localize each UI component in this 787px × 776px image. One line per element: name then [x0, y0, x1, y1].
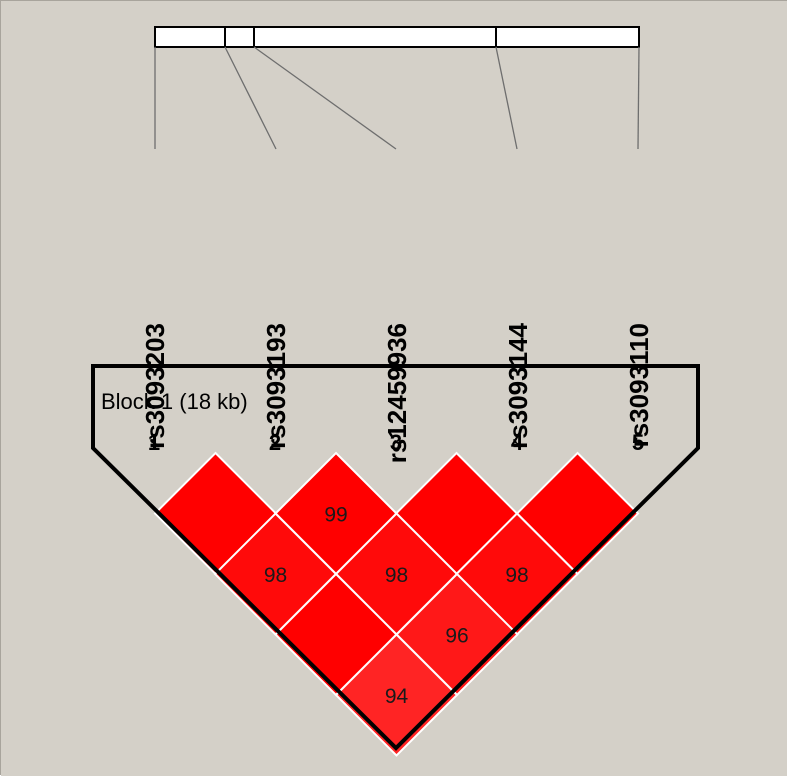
marker-number-2: 2	[269, 430, 281, 455]
snp-label-2: rs3093193	[261, 323, 291, 449]
marker-connector-line	[253, 46, 397, 150]
ld-cell-value: 99	[324, 504, 347, 527]
snp-label-4: rs3093144	[503, 322, 533, 448]
ld-cell-value: 98	[264, 564, 287, 587]
ld-cell-value: 96	[445, 625, 468, 648]
position-bar-ticks	[224, 27, 497, 47]
ld-cell-value: 98	[385, 564, 408, 587]
haplotype-block-outline	[91, 364, 700, 751]
marker-number-3: 3	[390, 430, 402, 455]
snp-label-1: rs3093203	[140, 323, 170, 449]
marker-connector-lines	[154, 46, 640, 150]
ld-cell	[334, 633, 459, 757]
snp-label-3: rs12459936	[382, 323, 412, 463]
snp-label-5: rs3093110	[624, 323, 654, 447]
marker-connector-line	[495, 46, 518, 150]
ld-cell-value: 98	[505, 564, 528, 587]
snp-labels: rs3093203 rs3093193 rs12459936 rs3093144…	[140, 322, 654, 463]
marker-number-4: 4	[511, 430, 524, 455]
marker-connector-line	[224, 46, 277, 150]
ld-cells: 99 98 98 98 96 94	[153, 451, 640, 757]
marker-numbers: 1 2 3 4 5	[148, 430, 644, 455]
block-label: Block 1 (18 kb)	[101, 389, 248, 414]
physical-position-bar	[154, 26, 640, 48]
marker-connector-line	[637, 46, 640, 150]
ld-cell-value: 94	[385, 685, 409, 708]
marker-number-1: 1	[148, 430, 160, 455]
marker-number-5: 5	[632, 430, 644, 455]
